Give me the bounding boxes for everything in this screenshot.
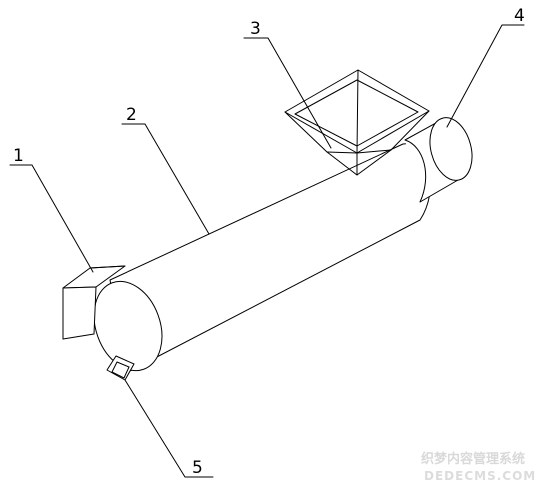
label-part-5: 5 — [192, 458, 203, 478]
feed-hopper — [284, 69, 430, 176]
label-part-2: 2 — [126, 105, 137, 125]
rear-cylinder — [404, 117, 473, 203]
leader-lines — [9, 24, 525, 478]
main-tube — [93, 143, 432, 373]
label-part-4: 4 — [514, 6, 525, 26]
label-part-3: 3 — [250, 19, 261, 39]
outlet-spout — [106, 355, 135, 381]
inlet-duct — [62, 265, 126, 340]
watermark-url: DEDECMS.COM — [424, 469, 535, 483]
label-part-1: 1 — [13, 146, 24, 166]
watermark-text: 织梦内容管理系统 — [421, 451, 525, 467]
